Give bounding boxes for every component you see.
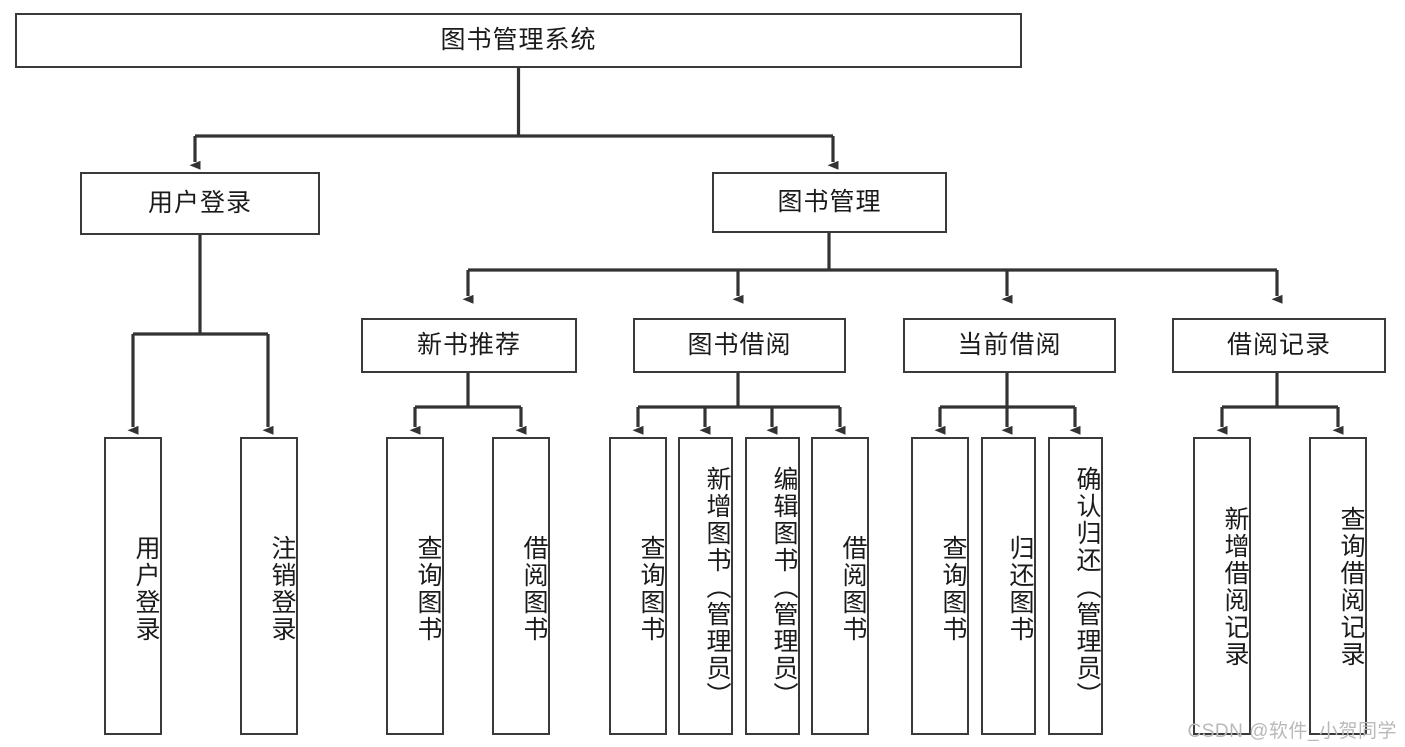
leaf-new-book-borrow[interactable]: 借阅图书 (492, 437, 550, 735)
leaf-record-add[interactable]: 新增借阅记录 (1193, 437, 1251, 735)
node-new-book-recommend[interactable]: 新书推荐 (361, 318, 577, 373)
node-user-login-label: 用户登录 (147, 188, 252, 217)
node-root-system[interactable]: 图书管理系统 (15, 13, 1022, 68)
node-book-management-label: 图书管理 (777, 187, 882, 216)
leaf-logout-login[interactable]: 注销登录 (240, 437, 298, 735)
node-book-borrow[interactable]: 图书借阅 (633, 318, 846, 373)
node-book-borrow-label: 图书借阅 (687, 330, 792, 359)
leaf-current-return-book-label: 归还图书 (1006, 535, 1034, 643)
leaf-user-login[interactable]: 用户登录 (104, 437, 162, 735)
leaf-record-query[interactable]: 查询借阅记录 (1309, 437, 1367, 735)
node-current-borrow-label: 当前借阅 (957, 330, 1062, 359)
leaf-current-return-book[interactable]: 归还图书 (981, 437, 1036, 735)
leaf-logout-login-label: 注销登录 (268, 535, 296, 643)
node-book-management[interactable]: 图书管理 (712, 172, 947, 233)
csdn-watermark: CSDN @软件_小贺同学 (1187, 721, 1397, 742)
node-current-borrow[interactable]: 当前借阅 (903, 318, 1116, 373)
node-borrow-record-label: 借阅记录 (1226, 330, 1331, 359)
node-user-login[interactable]: 用户登录 (80, 172, 320, 235)
node-root-system-label: 图书管理系统 (440, 25, 597, 54)
leaf-borrow-edit-book-admin[interactable]: 编辑图书（管理员） (745, 437, 800, 735)
leaf-borrow-query-book-label: 查询图书 (637, 535, 665, 643)
leaf-borrow-borrow-book-label: 借阅图书 (839, 535, 867, 643)
node-new-book-recommend-label: 新书推荐 (416, 330, 521, 359)
leaf-current-query-book-label: 查询图书 (939, 535, 967, 643)
leaf-borrow-edit-book-admin-label: 编辑图书（管理员） (770, 465, 798, 709)
leaf-new-book-borrow-label: 借阅图书 (520, 535, 548, 643)
leaf-current-confirm-return-admin[interactable]: 确认归还（管理员） (1048, 437, 1103, 735)
leaf-current-confirm-return-admin-label: 确认归还（管理员） (1073, 465, 1101, 709)
leaf-borrow-add-book-admin-label: 新增图书（管理员） (703, 465, 731, 709)
leaf-borrow-borrow-book[interactable]: 借阅图书 (811, 437, 869, 735)
leaf-record-query-label: 查询借阅记录 (1337, 506, 1365, 668)
leaf-record-add-label: 新增借阅记录 (1221, 506, 1249, 668)
leaf-new-book-query-label: 查询图书 (414, 535, 442, 643)
leaf-user-login-label: 用户登录 (132, 535, 160, 643)
leaf-borrow-add-book-admin[interactable]: 新增图书（管理员） (678, 437, 733, 735)
node-borrow-record[interactable]: 借阅记录 (1172, 318, 1386, 373)
leaf-new-book-query[interactable]: 查询图书 (386, 437, 444, 735)
leaf-current-query-book[interactable]: 查询图书 (911, 437, 969, 735)
leaf-borrow-query-book[interactable]: 查询图书 (609, 437, 667, 735)
